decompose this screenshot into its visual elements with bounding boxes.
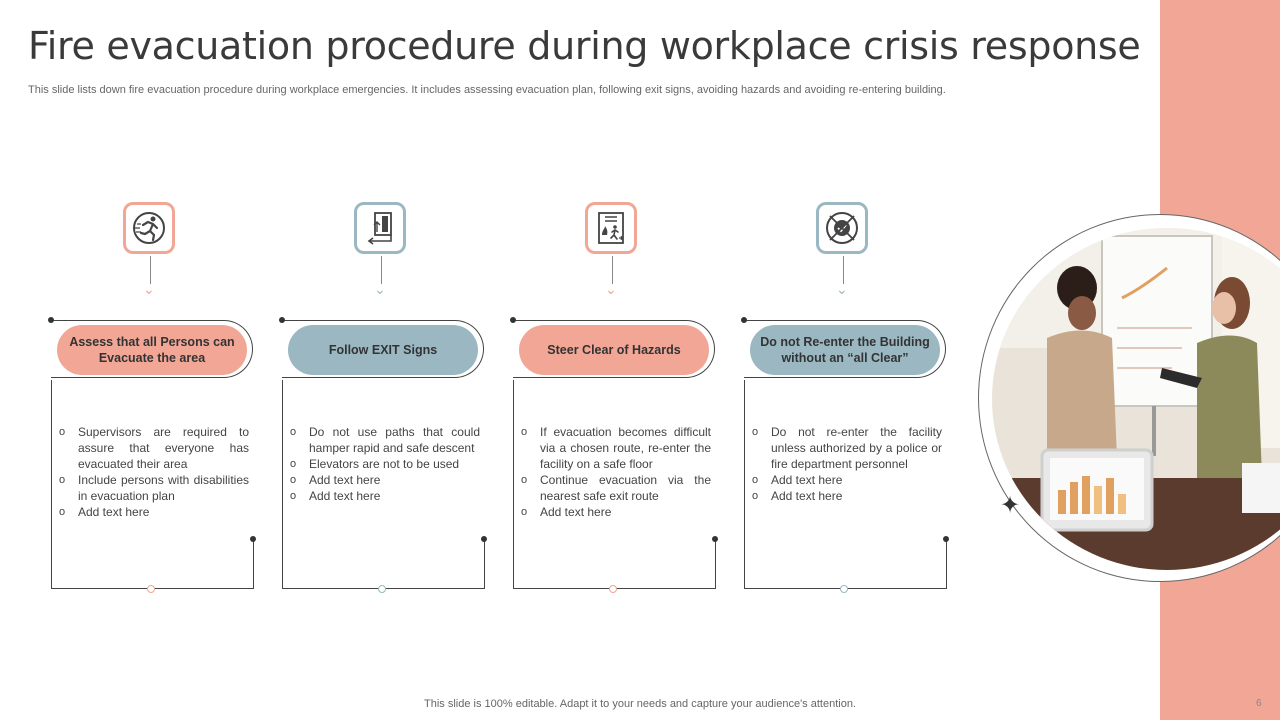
chevron-down-icon: ⌄ xyxy=(836,281,848,297)
step-bullets: If evacuation becomes difficult via a ch… xyxy=(521,424,711,520)
frame-dot xyxy=(279,317,285,323)
bullet-item: Elevators are not to be used xyxy=(290,456,480,472)
frame-line xyxy=(946,539,948,589)
bullet-item: Add text here xyxy=(521,504,711,520)
chevron-down-icon: ⌄ xyxy=(605,281,617,297)
frame-dot xyxy=(147,585,155,593)
connector-line xyxy=(843,256,844,284)
exit-door-icon xyxy=(354,202,406,254)
step-column-2: ⌄ Follow EXIT Signs Do not use paths tha… xyxy=(279,0,522,720)
step-column-4: ⌄ Do not Re-enter the Building without a… xyxy=(741,0,984,720)
heading-frame xyxy=(513,320,715,378)
page-number: 6 xyxy=(1256,698,1262,709)
bullet-item: Supervisors are required to assure that … xyxy=(59,424,249,472)
step-bullets: Do not use paths that could hamper rapid… xyxy=(290,424,480,504)
frame-dot xyxy=(712,536,718,542)
heading-frame xyxy=(744,320,946,378)
step-heading: Assess that all Persons can Evacuate the… xyxy=(57,325,247,375)
bullet-item: If evacuation becomes difficult via a ch… xyxy=(521,424,711,472)
frame-dot xyxy=(741,317,747,323)
page-title: Fire evacuation procedure during workpla… xyxy=(28,24,1141,68)
frame-line xyxy=(253,539,255,589)
step-heading: Do not Re-enter the Building without an … xyxy=(750,325,940,375)
frame-dot xyxy=(48,317,54,323)
bullet-item: Add text here xyxy=(290,472,480,488)
heading-frame xyxy=(51,320,253,378)
evacuation-plan-icon xyxy=(585,202,637,254)
footer-note: This slide is 100% editable. Adapt it to… xyxy=(424,698,856,710)
bullet-item: Add text here xyxy=(290,488,480,504)
chevron-down-icon: ⌄ xyxy=(374,281,386,297)
step-bullets: Do not re-enter the facility unless auth… xyxy=(752,424,942,504)
frame-dot xyxy=(481,536,487,542)
frame-dot xyxy=(378,585,386,593)
office-meeting-photo xyxy=(992,228,1280,570)
chevron-down-icon: ⌄ xyxy=(143,281,155,297)
step-heading: Steer Clear of Hazards xyxy=(519,325,709,375)
frame-line xyxy=(484,539,486,589)
heading-frame xyxy=(282,320,484,378)
frame-line xyxy=(715,539,717,589)
bullet-item: Add text here xyxy=(752,472,942,488)
bullet-item: Do not use paths that could hamper rapid… xyxy=(290,424,480,456)
bullet-item: Add text here xyxy=(59,504,249,520)
frame-dot xyxy=(840,585,848,593)
no-entry-icon xyxy=(816,202,868,254)
bullet-item: Continue evacuation via the nearest safe… xyxy=(521,472,711,504)
step-column-3: ⌄ Steer Clear of Hazards If evacuation b… xyxy=(510,0,753,720)
connector-line xyxy=(150,256,151,284)
running-person-icon xyxy=(123,202,175,254)
frame-dot xyxy=(943,536,949,542)
sparkle-icon: ✦ xyxy=(1000,492,1021,519)
frame-dot xyxy=(510,317,516,323)
bullet-item: Include persons with disabilities in eva… xyxy=(59,472,249,504)
page-subtitle: This slide lists down fire evacuation pr… xyxy=(28,84,946,96)
bullet-item: Do not re-enter the facility unless auth… xyxy=(752,424,942,472)
connector-line xyxy=(381,256,382,284)
bullet-item: Add text here xyxy=(752,488,942,504)
frame-dot xyxy=(609,585,617,593)
connector-line xyxy=(612,256,613,284)
step-heading: Follow EXIT Signs xyxy=(288,325,478,375)
step-column-1: ⌄ Assess that all Persons can Evacuate t… xyxy=(48,0,291,720)
step-bullets: Supervisors are required to assure that … xyxy=(59,424,249,520)
frame-dot xyxy=(250,536,256,542)
